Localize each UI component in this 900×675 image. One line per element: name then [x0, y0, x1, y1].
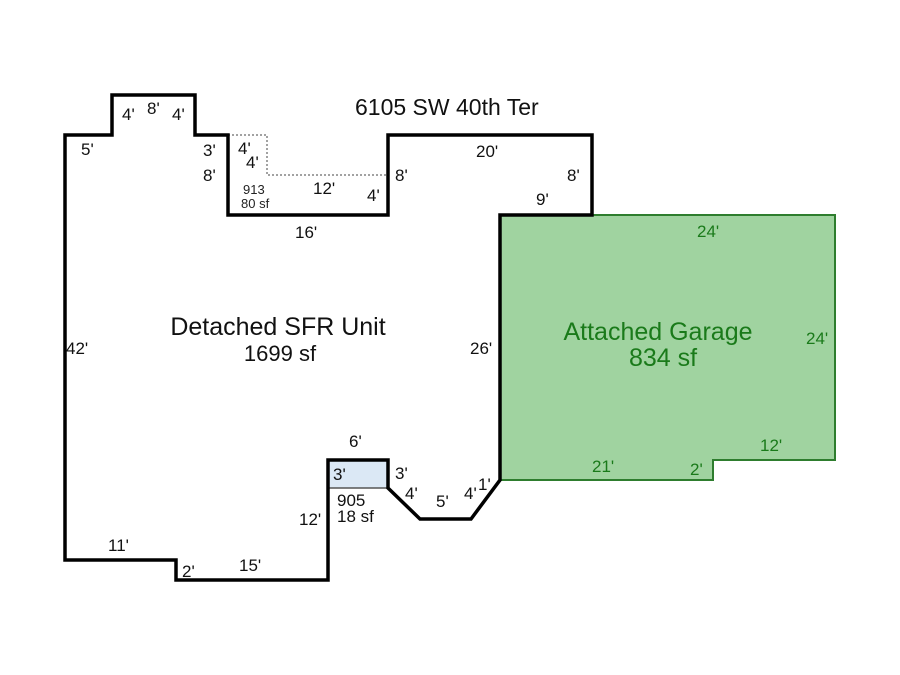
dim-label: 4' — [464, 484, 477, 503]
dim-label: 5' — [436, 492, 449, 511]
area-913-dim-a: 4' — [238, 139, 251, 158]
dim-label: 8' — [395, 166, 408, 185]
garage-area: 834 sf — [629, 344, 697, 372]
dim-label: 42' — [66, 339, 88, 358]
dim-label: 16' — [295, 223, 317, 242]
garage-dim-bottom-right: 12' — [760, 436, 782, 455]
main-unit-name: Detached SFR Unit — [170, 313, 385, 341]
area-905-code: 905 — [337, 491, 365, 510]
dim-label: 9' — [536, 190, 549, 209]
dim-label: 8' — [203, 166, 216, 185]
dim-label: 15' — [239, 556, 261, 575]
garage-dim-step: 2' — [690, 460, 703, 479]
dim-label: 3' — [395, 464, 408, 483]
dim-label: 3' — [203, 141, 216, 160]
dim-label: 4' — [122, 105, 135, 124]
dim-label: 1' — [478, 475, 491, 494]
garage-dim-bottom: 21' — [592, 457, 614, 476]
dim-label: 8' — [147, 99, 160, 118]
address-title: 6105 SW 40th Ter — [355, 94, 539, 120]
dim-label: 12' — [299, 510, 321, 529]
dim-label: 20' — [476, 142, 498, 161]
area-913-dim-b: 4' — [246, 153, 259, 172]
dim-label: 5' — [81, 140, 94, 159]
garage-dim-right: 24' — [806, 329, 828, 348]
main-unit-area: 1699 sf — [244, 341, 317, 366]
dim-label: 4' — [367, 186, 380, 205]
area-905-area: 18 sf — [337, 507, 374, 526]
area-905-dim: 3' — [333, 465, 346, 484]
dim-label: 8' — [567, 166, 580, 185]
dim-label: 11' — [108, 536, 129, 555]
main-unit-outline — [63, 93, 594, 582]
area-913-code: 913 — [243, 182, 265, 197]
dim-label: 4' — [405, 484, 418, 503]
area-913-area: 80 sf — [241, 196, 270, 211]
garage-dim-left: 26' — [470, 339, 492, 358]
dim-label: 2' — [182, 562, 195, 581]
dim-label: 6' — [349, 432, 362, 451]
area-913-dim-c: 12' — [313, 179, 335, 198]
garage-name: Attached Garage — [563, 318, 752, 346]
garage-dim-top: 24' — [697, 222, 719, 241]
dim-label: 4' — [172, 105, 185, 124]
